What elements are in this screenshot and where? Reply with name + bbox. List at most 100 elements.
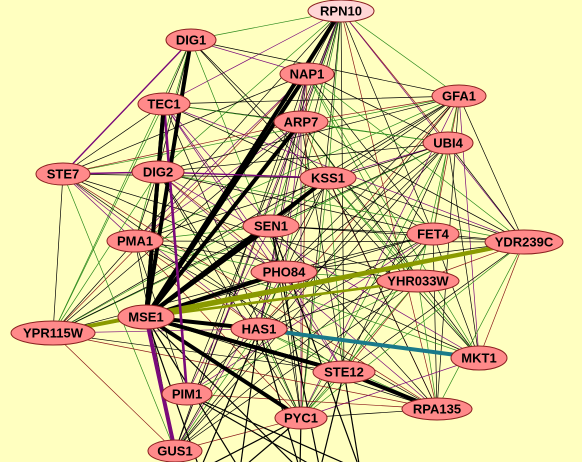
edge-ubi4-pma1 [134, 142, 449, 242]
node-arp7[interactable]: ARP7 [273, 110, 329, 134]
node-shape-rpa135[interactable] [401, 397, 473, 421]
node-label-yhr033w: YHR033W [387, 274, 449, 289]
edge-yhr033w-gus1 [174, 280, 419, 452]
node-gus1[interactable]: GUS1 [147, 439, 203, 462]
node-pim1[interactable]: PIM1 [161, 382, 213, 406]
node-shape-nap1[interactable] [279, 62, 335, 86]
edge-nap1-ubi4 [306, 73, 449, 144]
edge-offscreen-has1 [240, 328, 260, 462]
node-shape-rpn10[interactable] [307, 0, 375, 23]
node-label-ypr115w: YPR115W [23, 326, 84, 341]
edge-gfa1-arp7 [300, 95, 460, 123]
node-shape-ste12[interactable] [312, 360, 376, 384]
node-shape-dig2[interactable] [131, 160, 185, 184]
node-shape-arp7[interactable] [273, 110, 329, 134]
edge-kss1-ydr239c [327, 177, 525, 243]
node-shape-kss1[interactable] [299, 166, 357, 190]
edge-ypr115w-gus1 [52, 332, 176, 452]
node-nap1[interactable]: NAP1 [279, 62, 335, 86]
edge-ydr239c-rpa135 [436, 241, 525, 410]
node-rpn10[interactable]: RPN10 [307, 0, 375, 23]
edge-ydr239c-pho84 [283, 241, 525, 273]
node-shape-pyc1[interactable] [274, 406, 328, 430]
edge-has1-pim1 [186, 328, 260, 395]
node-ypr115w[interactable]: YPR115W [10, 320, 96, 346]
node-ubi4[interactable]: UBI4 [422, 131, 474, 155]
node-shape-has1[interactable] [230, 317, 288, 341]
edge-ubi4-gus1 [174, 142, 449, 452]
node-shape-tec1[interactable] [137, 92, 191, 116]
node-kss1[interactable]: KSS1 [299, 166, 357, 190]
edge-fet4-rpa135 [432, 233, 438, 410]
edge-dig1-ste7-highlight [62, 39, 192, 175]
node-gfa1[interactable]: GFA1 [431, 84, 487, 108]
node-mkt1[interactable]: MKT1 [450, 345, 508, 371]
node-label-rpa135: RPA135 [413, 402, 461, 417]
edge-sen1-ypr115w [52, 225, 272, 334]
edge-dig2-pma1 [134, 171, 159, 242]
node-ydr239c[interactable]: YDR239C [484, 229, 564, 255]
edge-dig2-rpa135 [157, 171, 438, 410]
edge-sen1-pim1 [186, 225, 272, 395]
edge-arp7-yhr033w [300, 121, 419, 282]
node-pho84[interactable]: PHO84 [250, 260, 318, 284]
node-mse1[interactable]: MSE1 [117, 304, 175, 330]
edge-mse1-kss1-highlight [144, 176, 330, 319]
node-dig2[interactable]: DIG2 [131, 160, 185, 184]
node-shape-gfa1[interactable] [431, 84, 487, 108]
edge-gfa1-yhr033w [417, 95, 460, 282]
node-label-dig1: DIG1 [176, 33, 206, 48]
edge-sen1-ydr239c [270, 225, 525, 243]
edge-ubi4-mkt1 [447, 142, 480, 359]
node-ste7[interactable]: STE7 [35, 162, 91, 186]
edge-ste7-ypr115w [52, 173, 64, 334]
node-sen1[interactable]: SEN1 [242, 214, 300, 238]
edge-rpn10-dig2 [157, 10, 342, 173]
node-shape-sen1[interactable] [242, 214, 300, 238]
node-shape-ubi4[interactable] [422, 131, 474, 155]
node-pma1[interactable]: PMA1 [106, 229, 164, 253]
edge-yhr033w-pyc1 [300, 280, 419, 419]
edge-sen1-rpa135 [270, 225, 438, 410]
edge-offscreen-has1 [258, 328, 299, 462]
node-shape-mse1[interactable] [117, 304, 175, 330]
node-shape-dig1[interactable] [165, 28, 217, 52]
edge-gfa1-kss1 [327, 95, 460, 179]
node-label-has1: HAS1 [242, 322, 277, 337]
node-fet4[interactable]: FET4 [406, 222, 460, 246]
node-yhr033w[interactable]: YHR033W [376, 269, 460, 293]
node-shape-pim1[interactable] [161, 382, 213, 406]
node-pyc1[interactable]: PYC1 [274, 406, 328, 430]
edge-tec1-mse1-highlight [144, 102, 166, 319]
node-label-ste12: STE12 [324, 365, 364, 380]
node-ste12[interactable]: STE12 [312, 360, 376, 384]
node-shape-ste7[interactable] [35, 162, 91, 186]
edge-ste7-kss1 [62, 173, 329, 179]
node-label-fet4: FET4 [417, 227, 450, 242]
node-shape-gus1[interactable] [147, 439, 203, 462]
edge-ydr239c-pyc1 [300, 241, 525, 419]
node-label-gus1: GUS1 [157, 444, 192, 459]
edge-dig1-kss1 [190, 39, 329, 179]
node-has1[interactable]: HAS1 [230, 317, 288, 341]
node-rpa135[interactable]: RPA135 [401, 397, 473, 421]
node-shape-pho84[interactable] [250, 260, 318, 284]
node-shape-pma1[interactable] [106, 229, 164, 253]
node-shape-ypr115w[interactable] [10, 320, 96, 346]
node-shape-yhr033w[interactable] [376, 269, 460, 293]
edge-tec1-pim1-highlight [162, 102, 189, 396]
edge-dig2-ydr239c [157, 171, 525, 243]
node-label-kss1: KSS1 [311, 171, 345, 186]
node-shape-mkt1[interactable] [450, 345, 508, 371]
node-shape-fet4[interactable] [406, 222, 460, 246]
node-shape-ydr239c[interactable] [484, 229, 564, 255]
node-label-dig2: DIG2 [143, 165, 173, 180]
edge-dig1-ypr115w [52, 39, 192, 334]
node-dig1[interactable]: DIG1 [165, 28, 217, 52]
edge-tec1-sen1 [163, 103, 272, 227]
edge-mse1-ste12-highlight [144, 315, 346, 374]
edge-nap1-pho84 [283, 73, 308, 273]
node-tec1[interactable]: TEC1 [137, 92, 191, 116]
